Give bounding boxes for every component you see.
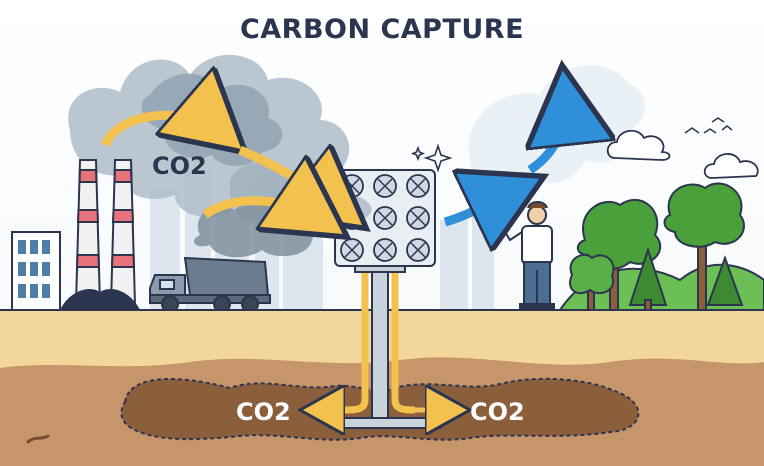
tree-icon: [663, 182, 745, 311]
direct-air-capture-unit-icon: [334, 169, 436, 273]
smokestack-icon: [74, 159, 137, 306]
person-icon: [504, 201, 555, 311]
factory-icon: [11, 231, 61, 311]
co2-storage-right-label: CO2: [470, 398, 525, 426]
clean-air-arrow: [443, 188, 520, 222]
tree-icon: [706, 255, 744, 306]
sparkle-icon: [410, 143, 453, 173]
co2-flow-arrow: [202, 201, 325, 222]
cloud-icon: [606, 129, 671, 161]
tree-icon: [569, 253, 615, 311]
dump-truck-icon: [149, 256, 271, 313]
worm-icon: [26, 434, 50, 444]
co2-air-label: CO2: [152, 152, 207, 180]
page-title: CARBON CAPTURE: [239, 14, 525, 45]
bird-icon: [684, 117, 733, 134]
cloud-icon: [703, 153, 759, 179]
co2-storage-left-label: CO2: [236, 398, 291, 426]
coal-pile: [60, 289, 140, 310]
clean-air-arrow: [530, 92, 566, 174]
tree-icon: [628, 246, 668, 311]
co2-flow-arrow: [100, 115, 225, 145]
